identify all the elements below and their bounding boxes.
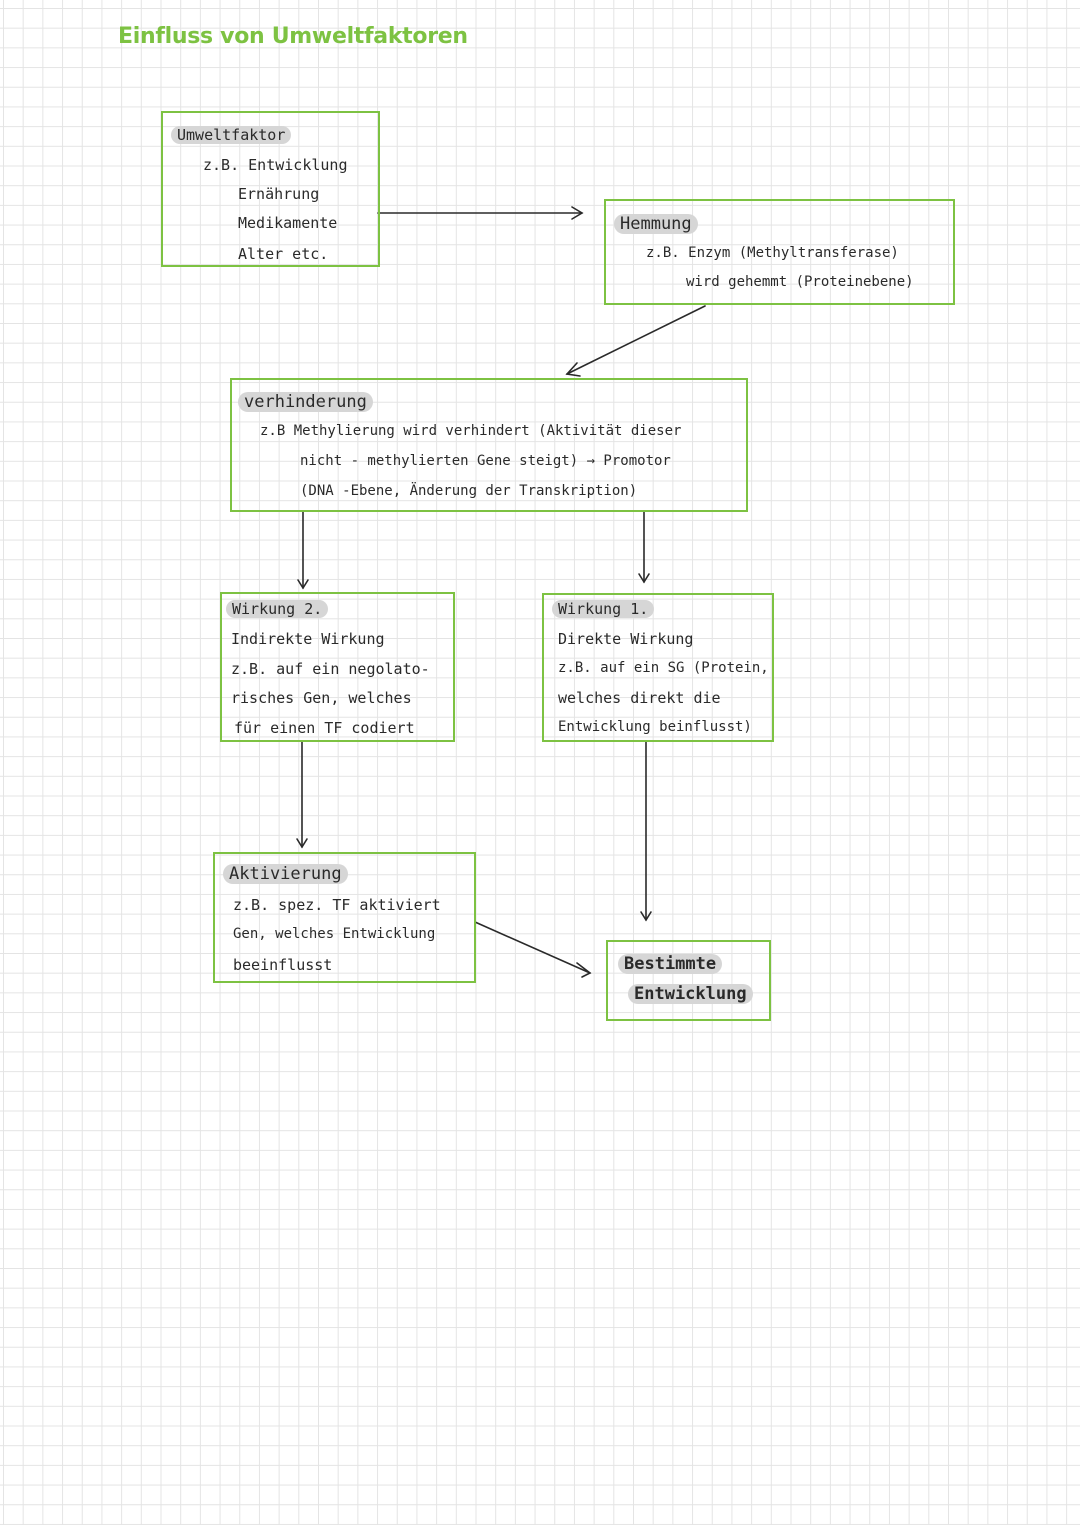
page-title: Einfluss von Umweltfaktoren: [118, 24, 468, 49]
wirkung1-line-4: Entwicklung beinflusst): [558, 719, 752, 735]
umweltfaktor-box: Umweltfaktor z.B. Entwicklung Ernährung …: [161, 111, 380, 267]
wirkung2-box: Wirkung 2. Indirekte Wirkung z.B. auf ei…: [220, 592, 455, 742]
entwicklung-line-2: Entwicklung: [628, 984, 753, 1004]
aktivierung-line-1: z.B. spez. TF aktiviert: [233, 896, 441, 914]
wirkung2-heading: Wirkung 2.: [226, 600, 329, 618]
aktivierung-line-3: beeinflusst: [233, 956, 333, 974]
verhinderung-box: verhinderung z.B Methylierung wird verhi…: [230, 378, 748, 512]
wirkung1-heading: Wirkung 1.: [552, 600, 655, 618]
verhinderung-line-2: nicht - methylierten Gene steigt) → Prom…: [300, 453, 671, 469]
umweltfaktor-line-2: Ernährung: [238, 185, 320, 203]
wirkung2-line-2: z.B. auf ein negolato-: [231, 660, 430, 678]
umweltfaktor-line-1: z.B. Entwicklung: [203, 156, 348, 174]
wirkung1-line-1: Direkte Wirkung: [558, 630, 694, 648]
entwicklung-line-1: Bestimmte: [618, 954, 723, 974]
hemmung-box: Hemmung z.B. Enzym (Methyltransferase) w…: [604, 199, 955, 305]
wirkung1-box: Wirkung 1. Direkte Wirkung z.B. auf ein …: [542, 593, 774, 742]
wirkung1-line-2: z.B. auf ein SG (Protein,: [558, 660, 769, 676]
hemmung-heading: Hemmung: [614, 214, 698, 234]
umweltfaktor-line-3: Medikamente: [238, 214, 338, 232]
wirkung2-line-3: risches Gen, welches: [231, 689, 412, 707]
wirkung2-line-4: für einen TF codiert: [234, 719, 415, 737]
umweltfaktor-line-4: Alter etc.: [238, 245, 329, 263]
aktivierung-heading: Aktivierung: [223, 864, 348, 884]
aktivierung-box: Aktivierung z.B. spez. TF aktiviert Gen,…: [213, 852, 476, 983]
verhinderung-line-1: z.B Methylierung wird verhindert (Aktivi…: [260, 423, 682, 439]
wirkung2-line-1: Indirekte Wirkung: [231, 630, 385, 648]
verhinderung-line-3: (DNA -Ebene, Änderung der Transkription): [300, 483, 638, 499]
entwicklung-box: Bestimmte Entwicklung: [606, 940, 771, 1021]
arrow-aktivierung-entwicklung: [474, 921, 591, 974]
hemmung-line-1: z.B. Enzym (Methyltransferase): [646, 245, 899, 261]
verhinderung-heading: verhinderung: [238, 392, 373, 412]
umweltfaktor-heading: Umweltfaktor: [171, 126, 292, 144]
arrow-hemmung-verhinderung: [566, 305, 706, 375]
aktivierung-line-2: Gen, welches Entwicklung: [233, 926, 436, 942]
hemmung-line-2: wird gehemmt (Proteinebene): [686, 274, 914, 290]
wirkung1-line-3: welches direkt die: [558, 689, 721, 707]
